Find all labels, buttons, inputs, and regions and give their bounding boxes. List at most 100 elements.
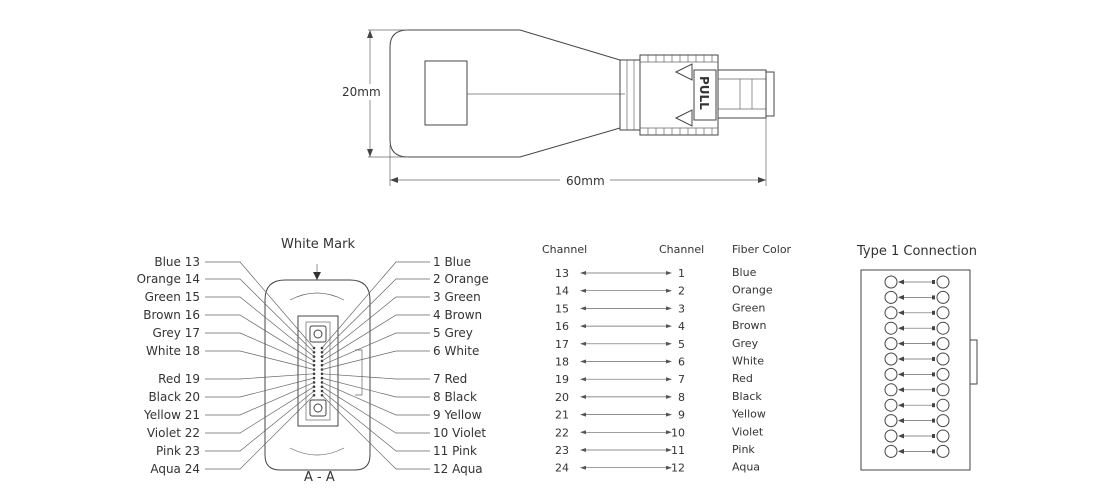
type1-circle-right — [936, 444, 950, 458]
length-label: 60mm — [566, 174, 605, 188]
length-dimension: 60mm — [389, 118, 767, 188]
end-face-outline — [264, 279, 371, 471]
end-face-right-label: 3 Green — [433, 290, 481, 304]
leader-line-left — [205, 395, 315, 470]
type1-arrow-tail — [932, 387, 935, 392]
type1-circle-left — [884, 383, 898, 397]
leader-line-right — [321, 350, 430, 370]
type1-circle-left — [884, 337, 898, 351]
leader-line-right — [321, 332, 430, 366]
end-face-right-label: 1 Blue — [433, 255, 471, 269]
channel-arrow-right — [666, 306, 672, 311]
channel-arrow-left — [580, 465, 586, 470]
channel-left-value: 15 — [555, 302, 569, 315]
type1-arrow — [898, 341, 904, 347]
end-face-right-label: 5 Grey — [433, 326, 473, 340]
end-face-left-label: Green 15 — [145, 290, 200, 304]
end-face-left-label: White 18 — [146, 344, 200, 358]
channel-arrow-left — [580, 412, 586, 417]
channel-arrow-left — [580, 430, 586, 435]
type1-pair — [884, 321, 950, 335]
type1-circle-right — [936, 290, 950, 304]
type1-pair — [884, 290, 950, 304]
type1-circle-left — [884, 367, 898, 381]
type1-circle-right — [936, 337, 950, 351]
type1-pair — [884, 444, 950, 458]
leader-line-left — [205, 332, 315, 366]
leader-line-left — [205, 278, 315, 353]
plug-latch-triangle-bottom — [674, 109, 693, 127]
fiber-color-name: Green — [732, 301, 765, 314]
type1-pair — [884, 275, 950, 289]
type1-title: Type 1 Connection — [856, 244, 977, 259]
leader-line-left — [205, 373, 315, 380]
guide-hole-bottom — [313, 403, 323, 413]
end-face-right-label: 2 Orange — [433, 272, 489, 286]
channel-arrow-right — [666, 430, 672, 435]
channel-arrow-right — [666, 288, 672, 293]
plug-pull-tab — [693, 69, 717, 121]
leader-line-left — [205, 382, 315, 416]
type1-circle-left — [884, 352, 898, 366]
type1-circle-right — [936, 321, 950, 335]
channel-arrow-left — [580, 448, 586, 452]
plug-label-window — [424, 60, 468, 126]
type1-key — [969, 339, 978, 385]
channel-arrow-right — [666, 448, 672, 452]
end-face-left-label: Brown 16 — [143, 308, 200, 322]
fiber-color-name: Black — [732, 390, 762, 403]
type1-circle-right — [936, 398, 950, 412]
type1-arrow-tail — [932, 280, 935, 284]
channel-left-value: 14 — [555, 285, 569, 298]
type1-pair — [884, 429, 950, 443]
white-mark-label: White Mark — [281, 237, 355, 252]
fiber-color-name: Brown — [732, 319, 767, 332]
channel-arrow-right — [666, 359, 672, 364]
type1-arrow-tail — [932, 295, 935, 300]
channel-right-value: 7 — [678, 373, 685, 386]
channel-arrow-left — [580, 359, 586, 364]
end-face-left-label: Aqua 24 — [150, 462, 200, 476]
fiber-color-name: Red — [732, 372, 753, 385]
channel-left-value: 16 — [555, 320, 569, 333]
channel-left-value: 22 — [555, 426, 569, 439]
plug-collar — [619, 59, 641, 131]
end-face-left-label: Grey 17 — [152, 326, 200, 340]
type1-arrow-tail — [932, 434, 935, 438]
type1-pair — [884, 352, 950, 366]
end-face-right-label: 8 Black — [433, 390, 477, 404]
leader-line-right — [321, 377, 430, 398]
header-channel-right: Channel — [659, 243, 704, 256]
end-face-left-label: Orange 14 — [137, 272, 200, 286]
end-face-left-label: Yellow 21 — [143, 408, 200, 422]
type1-circle-right — [936, 414, 950, 428]
pull-label: PULL — [697, 76, 711, 110]
guide-hole-top — [313, 329, 323, 339]
plug-ferrule — [717, 69, 767, 119]
channel-arrow-left — [580, 377, 586, 382]
end-face-right-label: 9 Yellow — [433, 408, 482, 422]
plug-boot — [389, 29, 621, 158]
type1-arrow — [898, 371, 904, 377]
type1-arrow — [898, 433, 904, 439]
type1-circle-left — [884, 414, 898, 428]
type1-arrow — [898, 310, 904, 316]
type1-arrow-tail — [932, 449, 935, 454]
height-label: 20mm — [342, 85, 381, 99]
channel-left-value: 24 — [555, 462, 569, 475]
end-face-right-label: 7 Red — [433, 372, 467, 386]
section-label: A - A — [304, 470, 335, 485]
fiber-color-name: Violet — [732, 425, 764, 438]
type1-arrow — [898, 294, 904, 300]
